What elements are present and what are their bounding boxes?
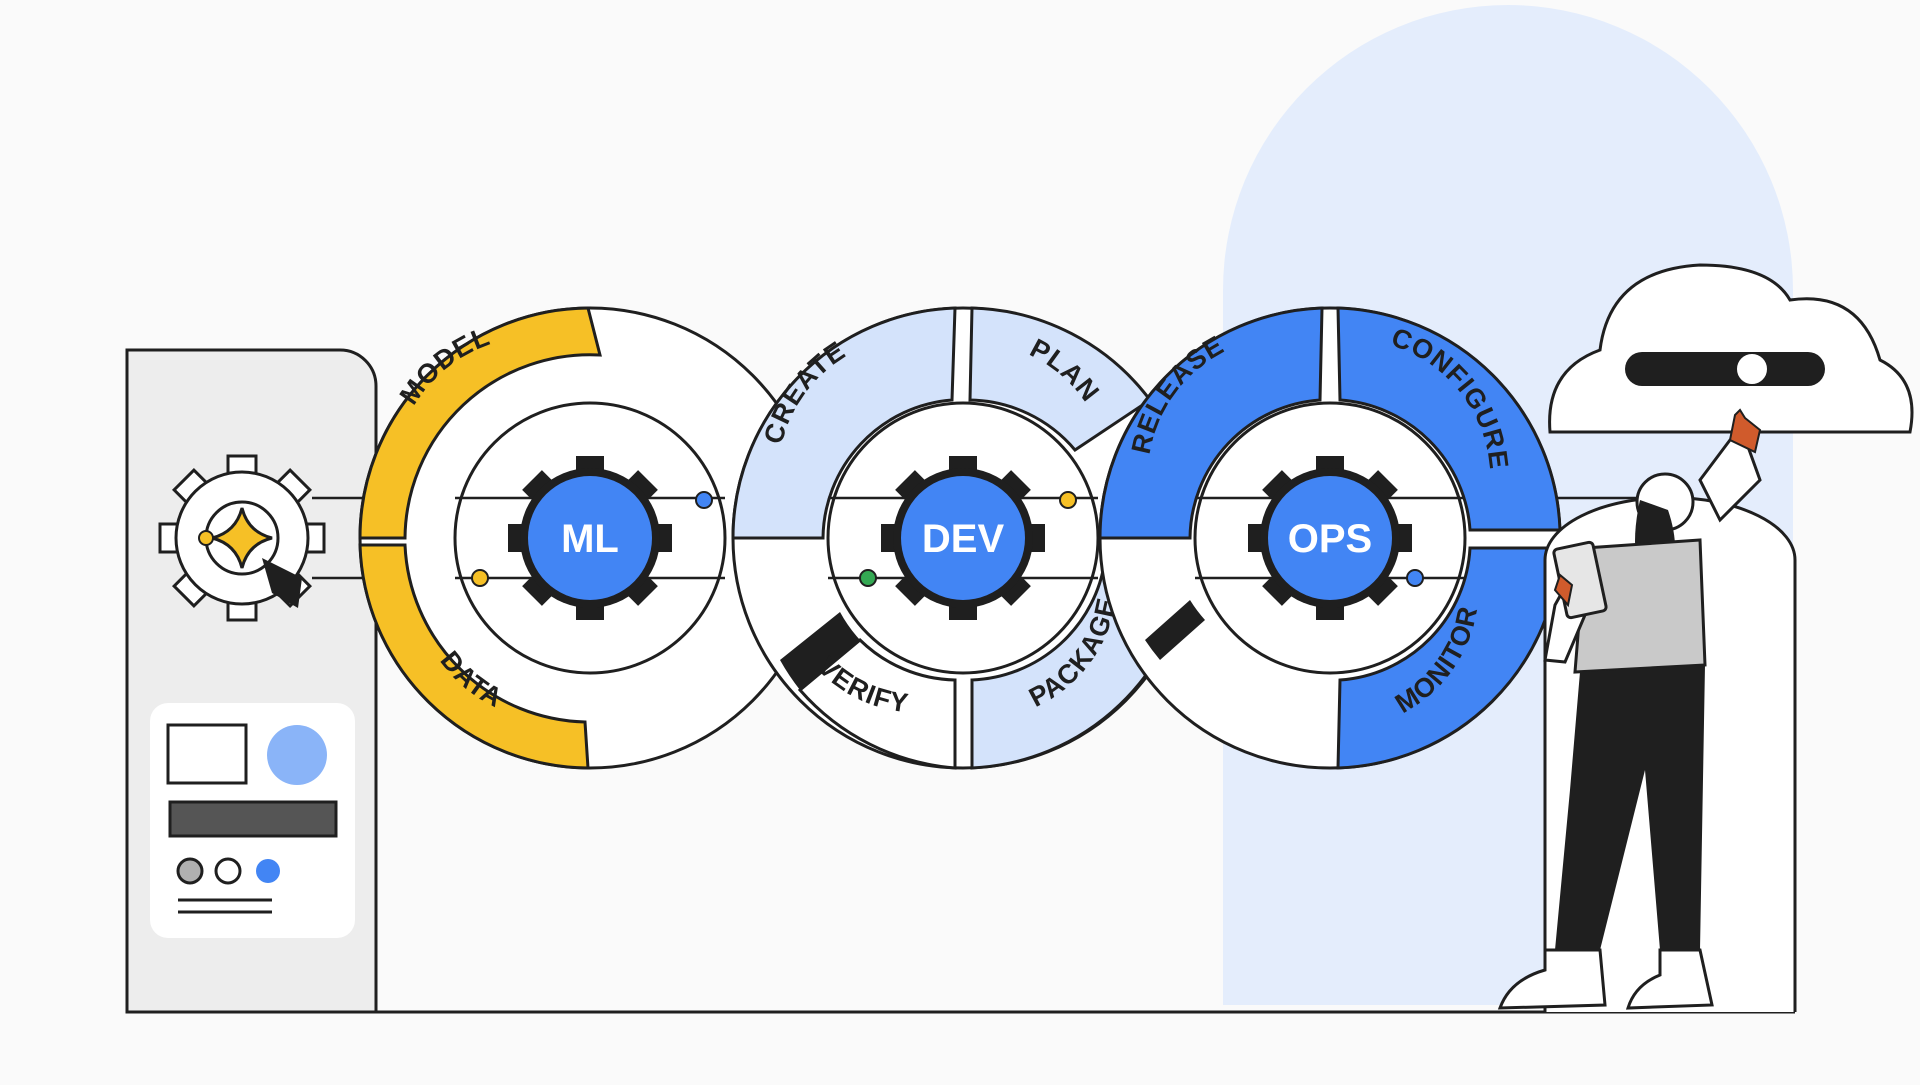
segment-data [358, 543, 590, 770]
gear-sparkle-icon [158, 454, 326, 622]
hub-label-ops: OPS [1288, 517, 1372, 561]
placeholder-circle [267, 725, 327, 785]
segment-verify [797, 637, 957, 770]
radio-blue-icon [256, 859, 280, 883]
cloud-toggle-icon [1548, 263, 1914, 434]
placeholder-bar [168, 800, 338, 838]
hub-label-ml: ML [561, 517, 619, 561]
dev-hub-gear [881, 456, 1045, 620]
connector-dot-blue [695, 491, 713, 509]
segment-verify-shadow [780, 612, 860, 690]
segment-model [358, 306, 602, 540]
radio-grey-icon [176, 857, 204, 885]
ops-shadow [1145, 600, 1205, 660]
connector-dot-blue-ops [1406, 569, 1424, 587]
segment-create [731, 306, 957, 540]
person-figure [1497, 408, 1762, 1010]
segment-release [1098, 306, 1324, 540]
ml-hub-gear [508, 456, 672, 620]
left-panel [125, 348, 378, 1014]
ops-hub-gear [1248, 456, 1412, 620]
toggle-knob [1735, 352, 1769, 386]
placeholder-image-box [166, 723, 248, 785]
segment-configure [1336, 306, 1562, 532]
connector-dot-green [859, 569, 877, 587]
connector-dot-yellow [471, 569, 489, 587]
pointing-hand [1728, 408, 1762, 454]
loop-dev: DEV CREATE PLAN VERIFY PACKAGE [731, 306, 1195, 770]
hub-label-dev: DEV [922, 517, 1005, 561]
segment-monitor [1336, 546, 1562, 770]
connector-dot-yellow-dev [1059, 491, 1077, 509]
radio-empty-icon [214, 857, 242, 885]
loop-ops: OPS RELEASE CONFIGURE MONITOR [1098, 306, 1562, 770]
toggle-track [1625, 352, 1825, 386]
